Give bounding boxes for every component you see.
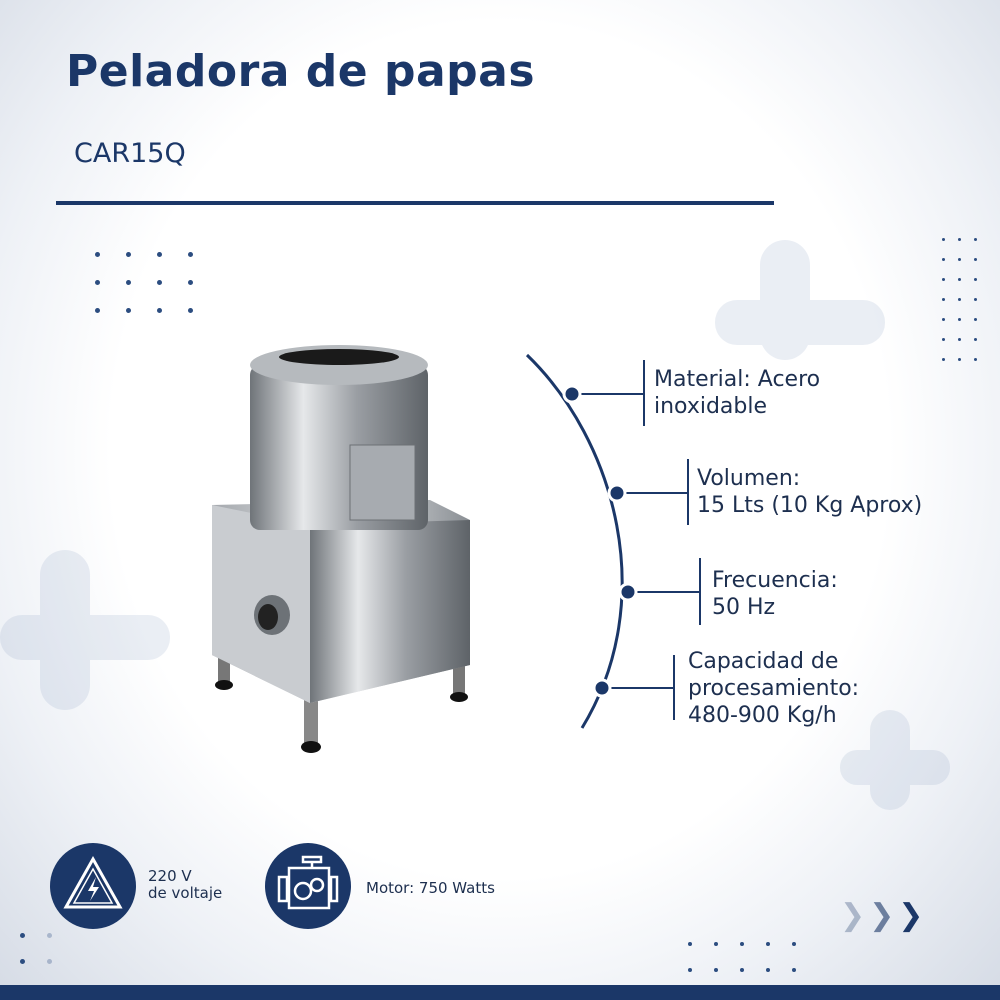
engine-icon (277, 855, 339, 910)
title-divider (56, 201, 774, 205)
voltage-label: 220 V de voltaje (148, 868, 222, 902)
dot-grid-top-right (942, 238, 990, 361)
spec-dot (618, 582, 638, 602)
spec-dot (607, 483, 627, 503)
spec-dot (562, 384, 582, 404)
voltage-caption: de voltaje (148, 884, 223, 902)
spec-frequency: Frecuencia: 50 Hz (712, 568, 838, 620)
dot-grid-top-left (95, 252, 219, 313)
model-code: CAR15Q (74, 138, 186, 169)
footer-bar (0, 985, 1000, 1000)
voltage-value: 220 V (148, 867, 192, 885)
page-title: Peladora de papas (66, 46, 536, 97)
voltage-badge (50, 843, 136, 929)
dot-row-bottom-right (688, 942, 818, 972)
motor-label: Motor: 750 Watts (366, 879, 495, 897)
spec-capacity: Capacidad de procesamiento: 480-900 Kg/h (688, 649, 860, 728)
spec-volume: Volumen: 15 Lts (10 Kg Aprox) (697, 466, 923, 518)
spec-material: Material: Acero inoxidable (654, 367, 821, 419)
dot-grid-bottom-left (20, 933, 74, 964)
spec-dot (592, 678, 612, 698)
motor-badge (265, 843, 351, 929)
high-voltage-icon (63, 855, 123, 909)
potato-peeler-machine-image (212, 345, 470, 753)
next-arrows-icon: ❯❯❯ (840, 898, 928, 933)
